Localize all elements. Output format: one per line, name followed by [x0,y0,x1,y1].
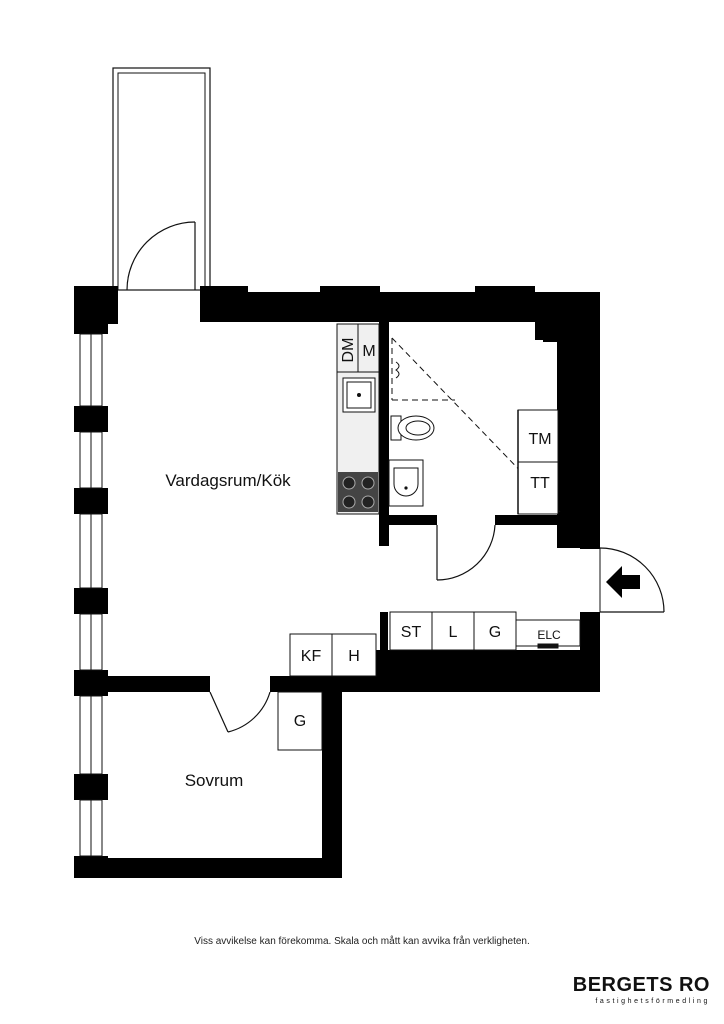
toilet-icon [390,415,435,441]
bedroom-label: Sovrum [185,771,244,790]
microwave-label: M [362,343,375,360]
fridge-freezer-label: KF [301,648,322,665]
balcony-door [126,221,196,291]
entrance-arrow-icon [606,566,640,598]
bathroom-door [436,524,496,581]
stove-icon [338,472,378,512]
bedroom-wardrobe [277,691,323,751]
washbasin-icon [388,459,424,507]
hall-storage [389,611,581,651]
storage-st-label: ST [401,624,422,641]
entrance-door [599,547,665,613]
balcony [112,67,211,291]
disclaimer: Viss avvikelse kan förekomma. Skala och … [194,936,530,947]
living-room-label: Vardagsrum/Kök [165,471,291,490]
walls [74,286,600,878]
electric-cabinet-label: ELC [537,628,561,642]
dishwasher-label: DM [340,338,357,363]
brand-logo: BERGETS RO fastighetsförmedling [573,974,710,1005]
brand-tagline: fastighetsförmedling [595,998,710,1005]
bathroom [388,337,561,515]
brand-name: BERGETS RO [572,974,710,996]
kitchen-counter [336,323,380,515]
shower-icon [395,361,400,379]
hall-wardrobe-label: G [489,624,501,641]
windows [79,333,103,857]
kitchen-fridge-cabinets [289,633,377,677]
shelf-label: H [348,648,360,665]
bedroom-wardrobe-label: G [294,713,306,730]
dryer-label: TT [530,475,550,492]
washer-label: TM [528,431,551,448]
storage-l-label: L [449,624,458,641]
bedroom-door [209,691,271,733]
